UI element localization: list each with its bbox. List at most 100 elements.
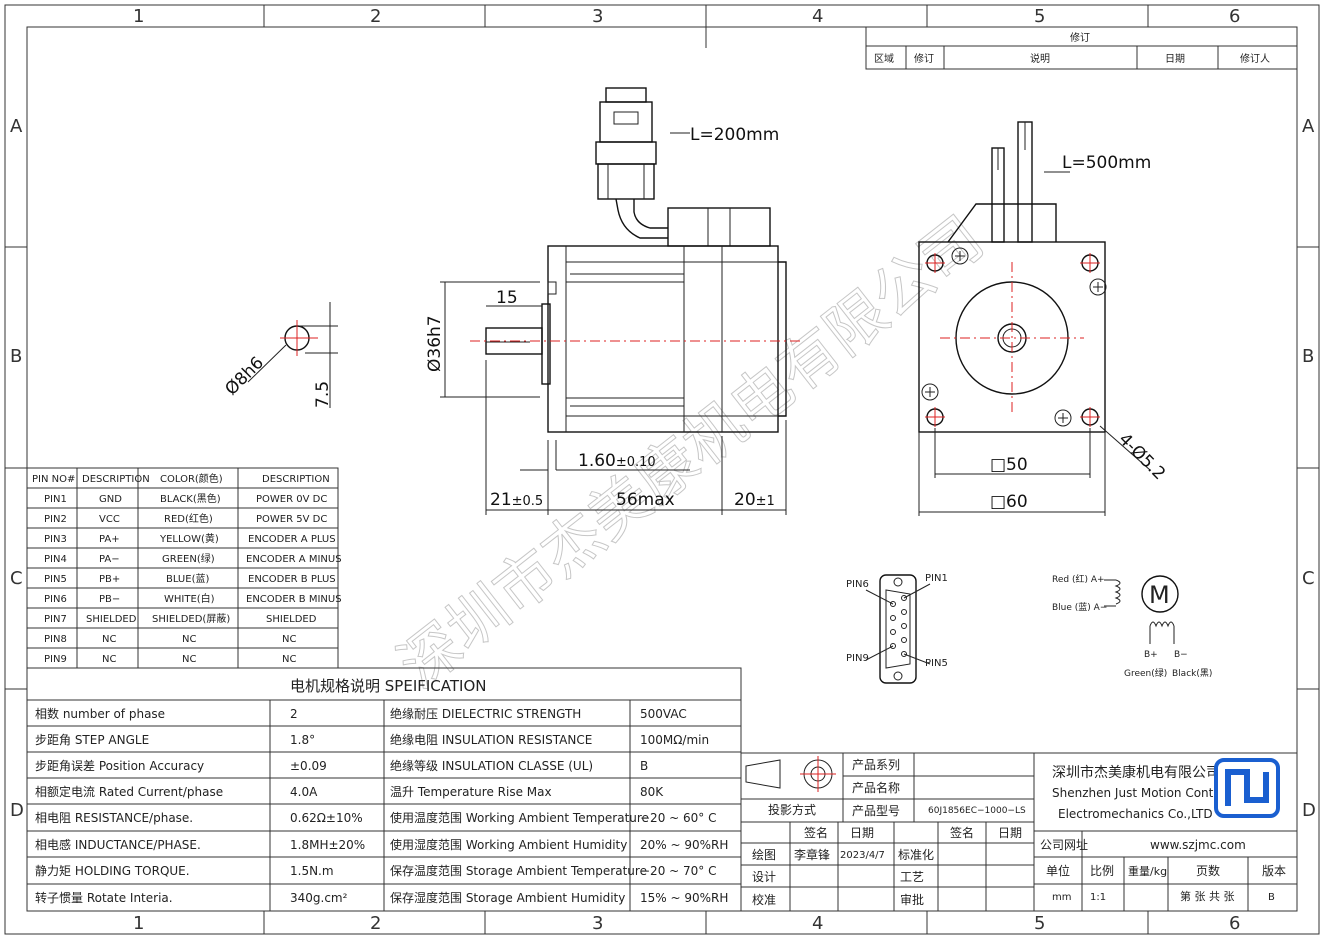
pin-cell: SHIELDED (266, 614, 317, 625)
spec-cell: 0.62Ω±10% (290, 811, 363, 825)
wiring-diagram: Red (红) A+ Blue (蓝) A− M B+ B− Green(绿) … (1052, 573, 1212, 679)
pin-cell: SHIELDED (86, 614, 137, 625)
pin-cell: ENCODER A PLUS (248, 534, 336, 545)
dim-connector-cable: L=200mm (690, 125, 779, 145)
db9-plug-drawing (595, 87, 668, 239)
spec-cell: −20 ~ 60° C (640, 811, 716, 825)
title-block-text: 投影方式 产品系列 产品名称 产品型号 60J1856EC−1000−LS 签名… (752, 758, 1286, 907)
tb-unit: 单位 (1046, 863, 1070, 878)
spec-cell: 100MΩ/min (640, 733, 709, 747)
spec-cell: 相电感 INDUCTANCE/PHASE. (35, 837, 201, 852)
spec-cell: 340g.cm² (290, 891, 348, 905)
spec-cell: 1.5N.m (290, 864, 334, 878)
spec-cell: 步距角 STEP ANGLE (35, 733, 149, 747)
db9-pin5-label: PIN5 (925, 658, 948, 669)
tb-date-header: 日期 (850, 826, 874, 840)
motor-symbol: M (1149, 581, 1170, 609)
pin-header-no: PIN NO# (32, 474, 75, 485)
pin-cell: PIN4 (44, 554, 67, 565)
pin-cell: BLUE(蓝) (166, 573, 209, 585)
company-logo (1214, 758, 1280, 818)
tb-drawing-date: 2023/4/7 (840, 850, 885, 861)
spec-cell: 15% ~ 90%RH (640, 891, 728, 905)
tb-standardization: 标准化 (898, 848, 934, 862)
zone-row-a-right: A (1302, 116, 1315, 137)
tb-date-header-2: 日期 (998, 826, 1022, 840)
pin-cell: SHIELDED(屏蔽) (152, 613, 230, 625)
spec-cell: 80K (640, 785, 664, 799)
pin-cell: PIN2 (44, 514, 67, 525)
projection-symbol (745, 756, 836, 792)
spec-table: 电机规格说明 SPEIFICATION (26, 667, 742, 912)
pin-cell: PB+ (99, 574, 120, 585)
spec-cell: 保存温度范围 Storage Ambient Temperature (390, 863, 647, 878)
pin-table-text: PIN NO# DESCRIPTION COLOR(颜色) DESCRIPTIO… (32, 472, 342, 665)
db9-pin6-label: PIN6 (846, 579, 869, 590)
tb-pages: 页数 (1196, 863, 1220, 878)
watermark: 深圳市杰美康机电有限公司 (386, 203, 996, 701)
zone-col-1-top: 1 (133, 6, 144, 27)
wire-b-plus-color: Green(绿) (1124, 667, 1167, 679)
spec-cell: −20 ~ 70° C (640, 864, 716, 878)
pin-header-color: COLOR(颜色) (160, 472, 223, 485)
pin-cell: WHITE(白) (164, 592, 215, 605)
tb-approve: 审批 (900, 892, 924, 907)
pin-header-desc2: DESCRIPTION (262, 474, 330, 485)
revision-header-by: 修订人 (1240, 52, 1270, 65)
tb-drawing: 绘图 (752, 847, 776, 862)
pin-cell: PIN9 (44, 654, 67, 665)
pin-cell: NC (282, 634, 296, 645)
tb-scale: 比例 (1090, 864, 1114, 878)
pin-cell: GREEN(绿) (162, 552, 215, 565)
wire-b-minus: B− (1174, 650, 1188, 660)
dim-pilot-diameter: Ø36h7 (425, 315, 445, 372)
spec-cell: 2 (290, 707, 298, 721)
zone-col-3-top: 3 (592, 6, 603, 27)
dim-shaft-diameter: Ø8h6 (221, 353, 268, 400)
zone-col-4-bottom: 4 (812, 913, 823, 934)
tb-company-en-1: Shenzhen Just Motion Control (1052, 786, 1229, 800)
pin-cell: PIN3 (44, 534, 67, 545)
revision-title: 修订 (1070, 31, 1090, 44)
dim-lead-cable: L=500mm (1062, 153, 1151, 173)
side-view: L=200mm 15 Ø36h7 1.60±0 (425, 87, 800, 515)
pin-cell: PA+ (99, 534, 120, 545)
wire-b-plus: B+ (1144, 650, 1158, 660)
zone-col-1-bottom: 1 (133, 913, 144, 934)
motor-body-outline (547, 245, 779, 433)
dim-shaft-length: 21±0.5 (490, 490, 543, 510)
pin-cell: NC (102, 654, 116, 665)
dim-body-length: 56max (616, 490, 675, 510)
revision-header-date: 日期 (1165, 53, 1185, 65)
tb-drawer: 李章锋 (794, 847, 830, 862)
pin-header-desc: DESCRIPTION (82, 474, 150, 485)
zone-row-b-left: B (10, 346, 22, 367)
zone-col-3-bottom: 3 (592, 913, 603, 934)
tb-company-cn: 深圳市杰美康机电有限公司 (1052, 764, 1220, 781)
pin-cell: PIN1 (44, 494, 67, 505)
zone-col-2-bottom: 2 (370, 913, 381, 934)
db9-connector-face: PIN6 PIN1 PIN9 PIN5 (846, 573, 948, 684)
tb-version: 版本 (1262, 864, 1286, 878)
spec-cell: 500VAC (640, 707, 687, 721)
tb-website-label: 公司网址 (1040, 838, 1088, 852)
db9-pin1-label: PIN1 (925, 573, 948, 584)
spec-cell: 1.8MH±20% (290, 838, 365, 852)
dim-mount-holes: 4-Ø5.2 (1114, 429, 1169, 484)
spec-cell: 保存湿度范围 Storage Ambient Humidity (390, 890, 625, 905)
zone-row-c-left: C (10, 568, 23, 589)
dim-hole-spacing: □50 (990, 455, 1028, 475)
tb-sign-header: 签名 (804, 825, 828, 840)
wire-a-minus: Blue (蓝) A− (1052, 601, 1107, 613)
front-view: L=500mm □50 □60 4-Ø5.2 (918, 121, 1169, 516)
tb-version-value: B (1268, 892, 1275, 903)
wire-a-plus: Red (红) A+ (1052, 573, 1105, 585)
zone-row-b-right: B (1302, 346, 1314, 367)
db9-pin9-label: PIN9 (846, 653, 869, 664)
dim-shaft-flat-length: 15 (496, 288, 518, 308)
pin-cell: NC (182, 654, 196, 665)
tb-model-value: 60J1856EC−1000−LS (928, 806, 1026, 816)
zone-col-2-top: 2 (370, 6, 381, 27)
